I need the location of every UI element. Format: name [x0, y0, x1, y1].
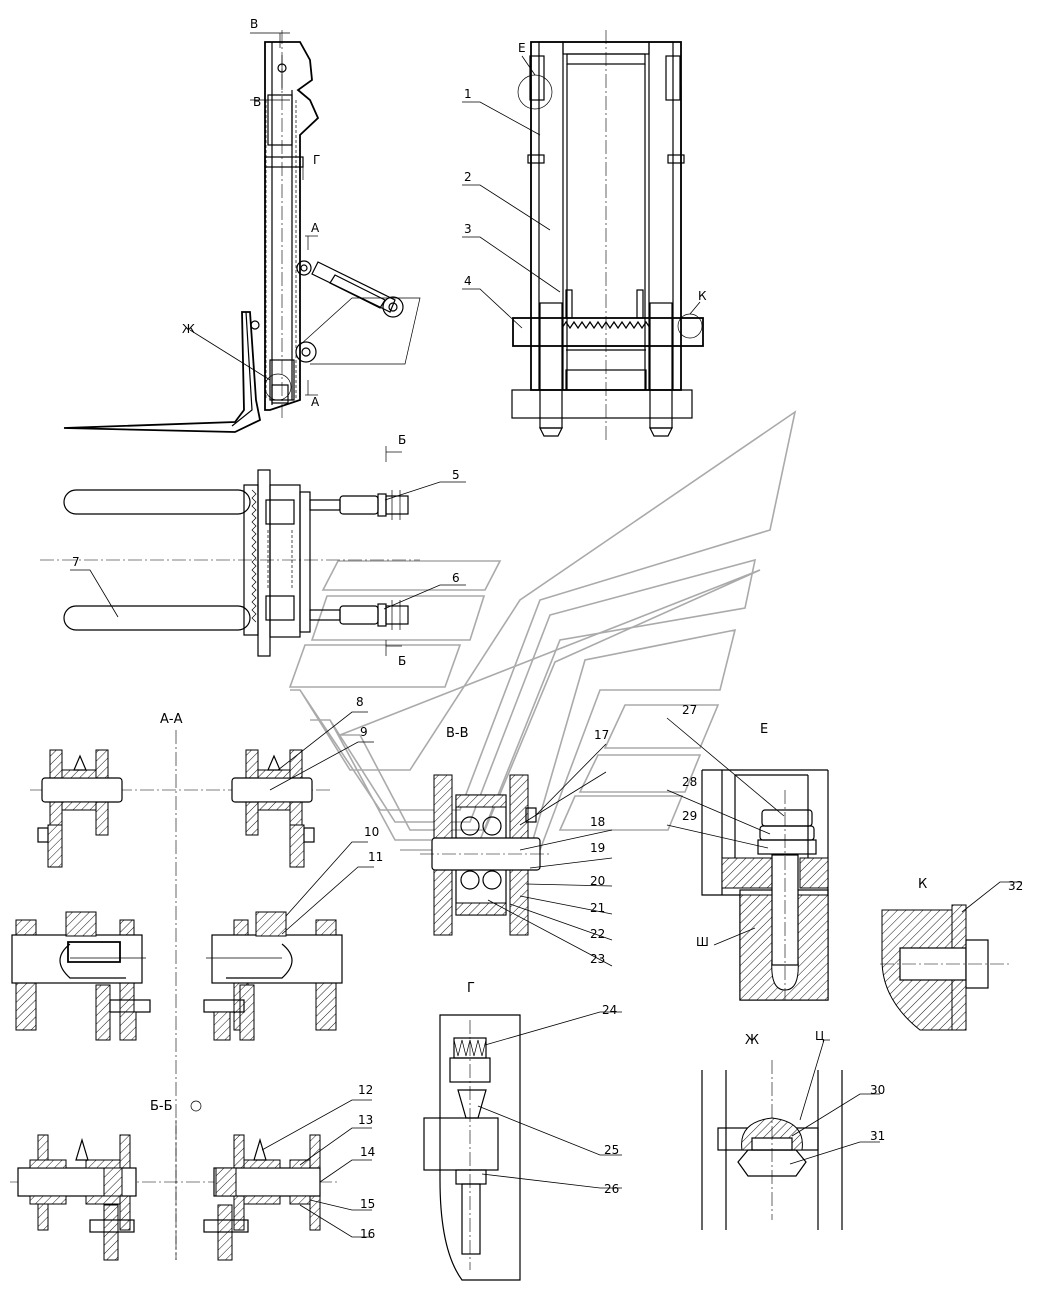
callout-sh: Ш [696, 935, 709, 949]
section-aa [11, 711, 374, 1260]
pos-27: 27 [682, 703, 697, 717]
pos-22: 22 [590, 927, 605, 941]
pos-3: 3 [464, 222, 472, 236]
pos-12: 12 [358, 1083, 373, 1097]
pos-29: 29 [682, 809, 697, 823]
pos-28: 28 [682, 775, 697, 789]
cut-mark-a-top: А [311, 221, 320, 235]
pos-2: 2 [464, 170, 472, 184]
cut-mark-e: Е [518, 41, 526, 55]
pos-6: 6 [452, 571, 460, 585]
pos-18: 18 [590, 815, 605, 829]
pos-25: 25 [604, 1143, 619, 1157]
pos-24: 24 [602, 1003, 617, 1017]
detail-g-title: Г [467, 981, 475, 996]
callout-ts: Ц [815, 1029, 824, 1043]
pos-14: 14 [360, 1145, 375, 1159]
detail-k [880, 881, 1022, 1031]
detail-k-title: К [918, 877, 927, 892]
detail-e [666, 717, 829, 1001]
detail-g [423, 1011, 622, 1281]
section-aa-title: А-А [160, 712, 183, 727]
cut-mark-zh: Ж [182, 322, 195, 336]
pos-10: 10 [364, 825, 379, 839]
cut-mark-a-bottom: А [311, 395, 320, 409]
pos-7: 7 [72, 555, 80, 569]
pos-26: 26 [604, 1182, 619, 1196]
section-bb-title: Б-Б [150, 1099, 173, 1114]
pos-21: 21 [590, 901, 605, 915]
side-view [63, 30, 421, 433]
pos-5: 5 [452, 468, 460, 482]
cut-mark-b-top: Б [398, 433, 406, 447]
pos-8: 8 [356, 695, 364, 709]
pos-9: 9 [360, 725, 368, 739]
pos-4: 4 [464, 274, 472, 288]
cut-mark-g: Г [313, 153, 320, 167]
detail-e-title: Е [760, 722, 768, 737]
cut-mark-k: К [698, 289, 707, 303]
section-bb [10, 1099, 372, 1261]
top-view [40, 446, 466, 657]
pos-20: 20 [590, 874, 605, 888]
cut-mark-b-bottom: Б [398, 654, 406, 668]
pos-19: 19 [590, 841, 605, 855]
pos-30: 30 [870, 1083, 885, 1097]
pos-13: 13 [358, 1113, 373, 1127]
cut-mark-v-top: В [250, 17, 258, 31]
section-vv [420, 743, 613, 967]
pos-17: 17 [594, 728, 609, 742]
front-view [462, 30, 704, 440]
pos-31: 31 [870, 1129, 885, 1143]
cut-mark-v-bottom: В [253, 95, 261, 109]
watermark-logo [288, 410, 797, 851]
detail-zh-title: Ж [745, 1033, 759, 1048]
pos-16: 16 [360, 1227, 375, 1241]
pos-1: 1 [464, 87, 472, 101]
pos-15: 15 [360, 1197, 375, 1211]
detail-zh [701, 1039, 880, 1230]
pos-32: 32 [1008, 879, 1023, 893]
pos-11: 11 [368, 850, 383, 864]
section-vv-title: В-В [446, 726, 469, 741]
pos-23: 23 [590, 952, 605, 966]
